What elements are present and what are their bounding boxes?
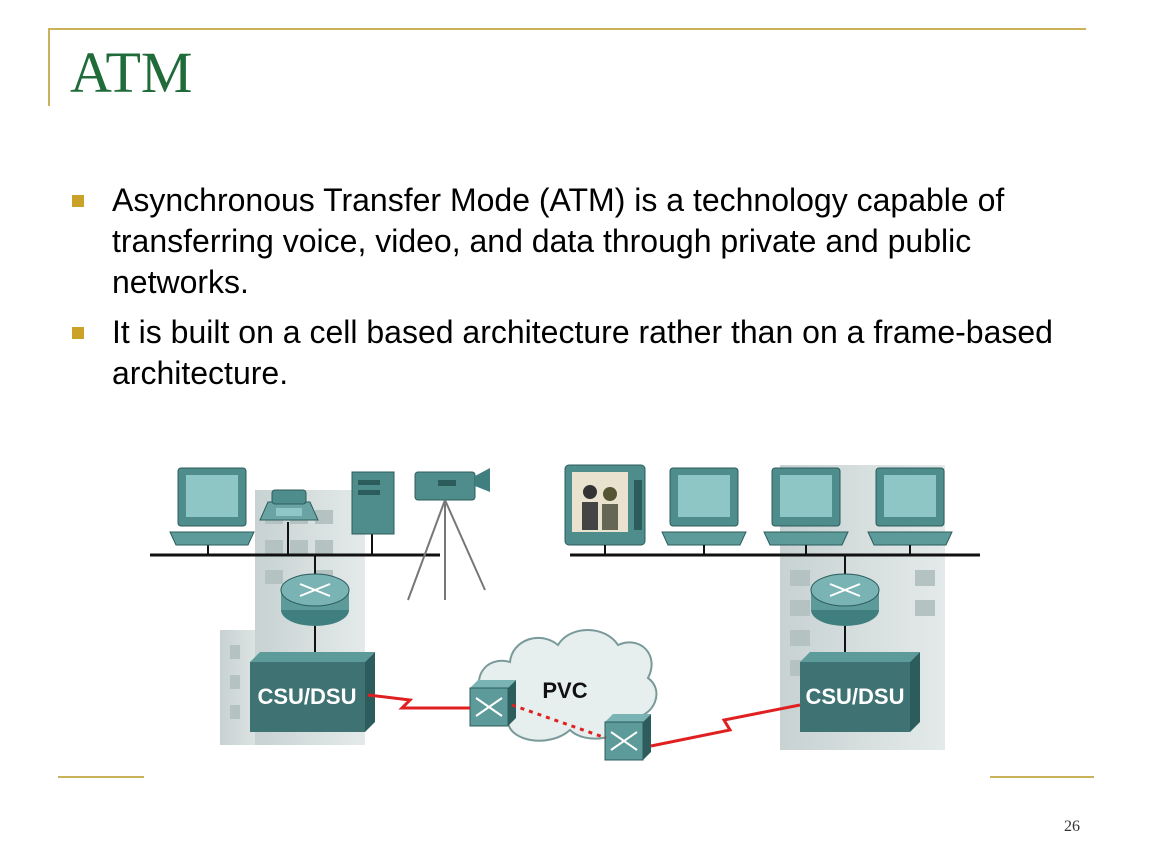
left-serial-link xyxy=(367,693,470,710)
video-camera-icon xyxy=(407,468,490,601)
slide-title: ATM xyxy=(70,40,193,105)
bullet-list: Asynchronous Transfer Mode (ATM) is a te… xyxy=(72,180,1082,403)
right-csu-dsu-box: CSU/DSU xyxy=(800,652,920,732)
left-workstation-icon xyxy=(169,467,255,546)
telephone-icon xyxy=(259,489,319,521)
bullet-item: Asynchronous Transfer Mode (ATM) is a te… xyxy=(72,180,1082,303)
right-csu-dsu-label: CSU/DSU xyxy=(805,684,904,709)
right-router-icon xyxy=(810,573,880,626)
atm-network-diagram: CSU/DSU xyxy=(150,464,980,761)
atm-switch-icon-2 xyxy=(604,714,651,761)
footer-right-rule xyxy=(990,776,1094,778)
video-monitor-icon xyxy=(564,464,646,546)
bullet-text: It is built on a cell based architecture… xyxy=(112,314,1053,391)
left-csu-dsu-label: CSU/DSU xyxy=(257,684,356,709)
atm-switch-icon-1 xyxy=(469,680,516,727)
bullet-marker xyxy=(72,327,84,339)
right-workstation-icon-3 xyxy=(867,467,953,546)
right-workstation-icon-1 xyxy=(661,467,747,546)
bullet-marker xyxy=(72,195,84,207)
frame-left-rule xyxy=(48,28,50,106)
right-workstation-icon-2 xyxy=(763,467,849,546)
footer-left-rule xyxy=(58,776,144,778)
frame-top-rule xyxy=(48,28,1086,30)
right-lan-drops xyxy=(604,545,911,655)
right-serial-link xyxy=(650,703,801,748)
page-number: 26 xyxy=(1064,818,1080,835)
left-csu-dsu-box: CSU/DSU xyxy=(250,652,375,732)
bullet-text: Asynchronous Transfer Mode (ATM) is a te… xyxy=(112,182,1005,300)
server-icon xyxy=(351,471,395,535)
left-router-icon xyxy=(280,573,350,626)
pvc-virtual-circuit xyxy=(511,703,607,740)
bullet-item: It is built on a cell based architecture… xyxy=(72,312,1082,394)
pvc-label: PVC xyxy=(542,678,587,703)
pvc-cloud: PVC xyxy=(478,629,658,742)
